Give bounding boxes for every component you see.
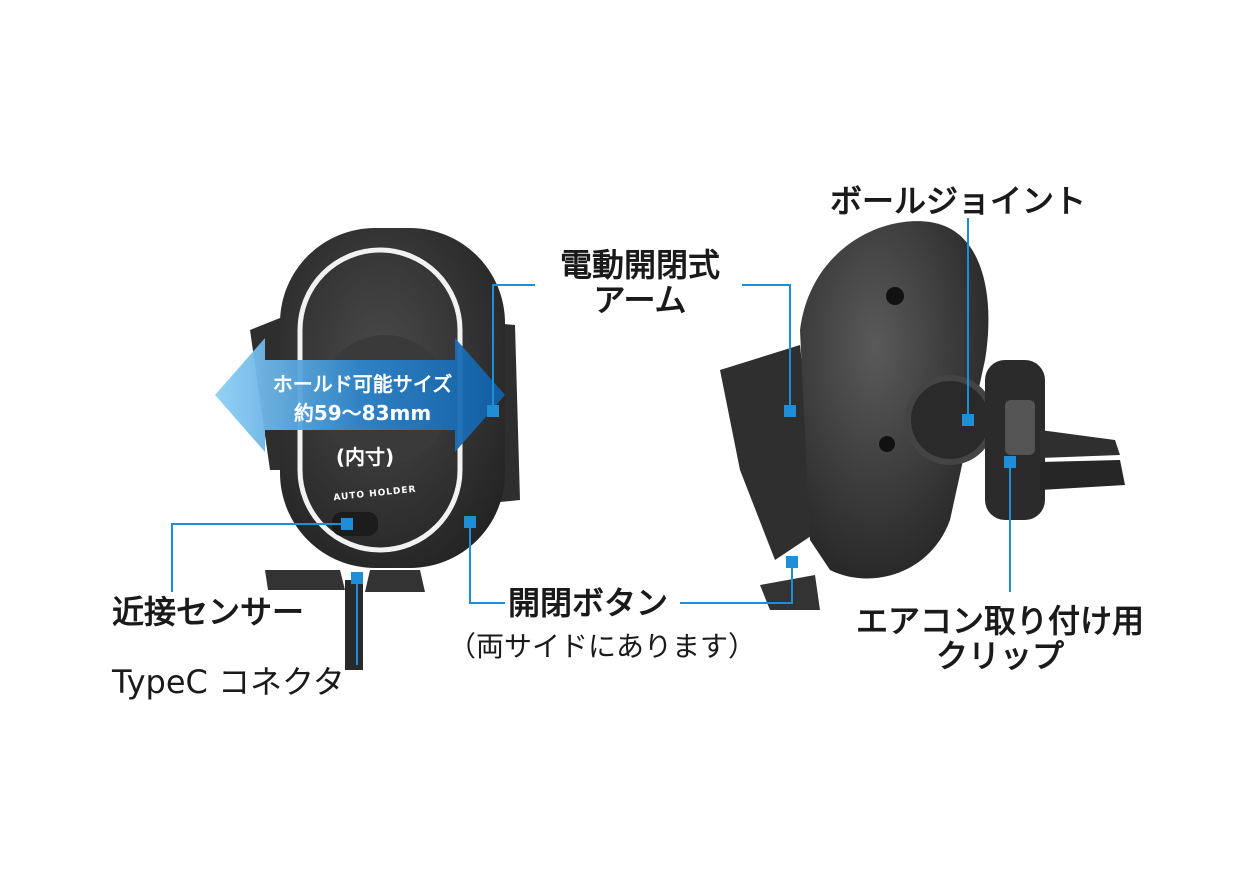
back-device xyxy=(720,221,1125,610)
dot-arm-front xyxy=(487,405,499,417)
screw-hole-1 xyxy=(886,287,904,305)
back-foot xyxy=(760,575,820,610)
label-arm-line1: 電動開閉式 xyxy=(559,246,720,284)
bottom-feet-right xyxy=(365,570,425,592)
callout-button-back xyxy=(680,562,793,604)
dot-clip xyxy=(1004,456,1016,468)
dot-arm-back xyxy=(784,405,796,417)
dot-button-back xyxy=(786,556,798,568)
label-aircon-clip-line2: クリップ xyxy=(935,637,1064,676)
bottom-feet-left xyxy=(265,570,345,590)
label-typec-connector: TypeC コネクタ xyxy=(112,663,345,701)
label-arm-line2: アーム xyxy=(593,281,687,320)
clip-prong-upper xyxy=(1040,430,1120,458)
side-arm xyxy=(720,345,820,560)
screw-hole-2 xyxy=(879,436,895,452)
clip-window xyxy=(1005,400,1035,455)
hold-size-title: ホールド可能サイズ xyxy=(272,372,453,396)
dot-button-front xyxy=(464,516,476,528)
callout-dots xyxy=(341,405,1016,584)
label-open-close-button-note: （両サイドにあります） xyxy=(448,630,757,663)
hold-size-range: 約59～83mm xyxy=(293,401,432,425)
ball-joint-ring xyxy=(905,375,995,465)
callout-arm-front xyxy=(492,284,535,410)
callout-arm-back xyxy=(742,284,791,410)
dot-sensor xyxy=(341,518,353,530)
hold-size-note: (内寸) xyxy=(335,445,395,469)
dot-ball-joint xyxy=(962,414,974,426)
dot-typec xyxy=(351,572,363,584)
label-aircon-clip: エアコン取り付け用 クリップ xyxy=(845,602,1155,676)
label-ball-joint: ボールジョイント xyxy=(830,182,1087,220)
double-arrow-icon xyxy=(215,338,505,452)
callout-lines xyxy=(171,218,1011,665)
callout-sensor xyxy=(171,523,345,592)
label-aircon-clip-line1: エアコン取り付け用 xyxy=(855,602,1144,640)
back-shell xyxy=(800,221,989,579)
callout-button-front xyxy=(469,522,505,604)
cable xyxy=(345,580,363,670)
clip-prong-lower xyxy=(1040,460,1125,490)
label-arm: 電動開閉式 アーム xyxy=(545,246,735,320)
label-open-close-button: 開閉ボタン xyxy=(508,584,669,622)
label-proximity-sensor: 近接センサー xyxy=(112,593,305,631)
